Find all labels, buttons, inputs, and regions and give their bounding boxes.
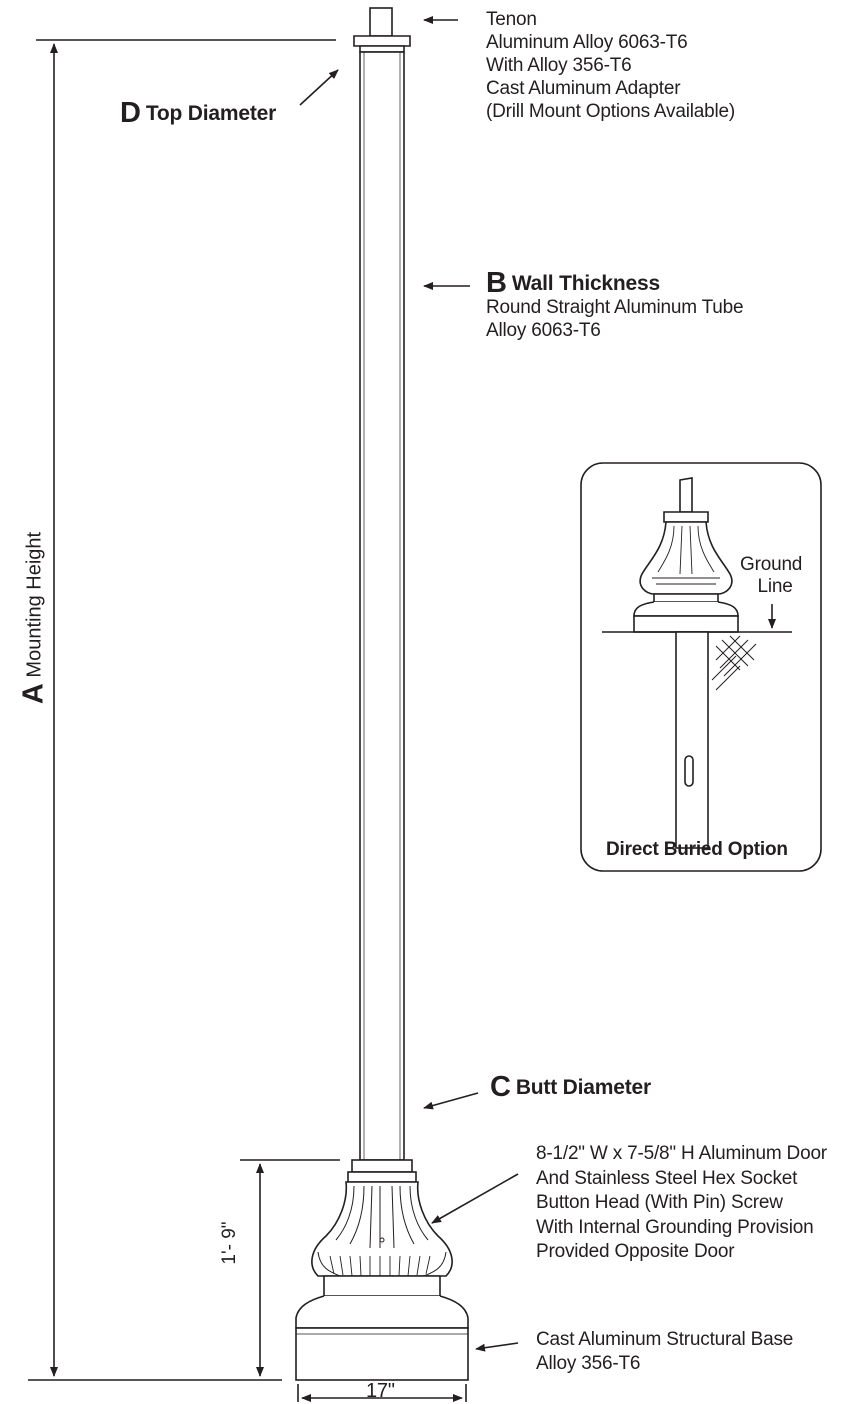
ground-line-word-1: Ground — [740, 554, 803, 575]
base-fluted-body — [311, 1181, 453, 1277]
tenon-line-4: Cast Aluminum Adapter — [486, 78, 681, 99]
ground-line-label: Ground Line — [740, 554, 802, 598]
door-line-4: With Internal Grounding Provision — [536, 1216, 814, 1238]
base-line-2: Alloy 356-T6 — [536, 1353, 641, 1374]
tenon-line-1: Tenon — [486, 9, 537, 30]
tenon-shape — [369, 7, 393, 37]
door-line-3: Button Head (With Pin) Screw — [536, 1192, 783, 1213]
door-line-1: 8-1/2" W x 7-5/8" H Aluminum Door — [536, 1143, 827, 1164]
base-collar — [351, 1159, 413, 1173]
butt-diameter-letter: C — [490, 1071, 511, 1103]
tenon-line-3: With Alloy 356-T6 — [486, 55, 632, 76]
base-plinth — [295, 1327, 469, 1381]
butt-diameter-label: C Butt Diameter — [490, 1073, 651, 1102]
base-width-label: 17" — [366, 1380, 395, 1402]
wall-thickness-letter: B — [486, 267, 507, 299]
adapter-cap — [353, 35, 411, 47]
top-diameter-label: D Top Diameter — [120, 99, 277, 128]
wall-thickness-label: B Wall Thickness Round Straight Aluminum… — [486, 269, 744, 342]
pole-shaft — [359, 51, 405, 1161]
ground-line-word-2: Line — [757, 576, 793, 597]
base-label: Cast Aluminum Structural Base Alloy 356-… — [536, 1328, 793, 1376]
base-arrow — [475, 1342, 519, 1352]
door-label: 8-1/2" W x 7-5/8" H Aluminum Door And St… — [536, 1142, 827, 1265]
base-height-label: 1'- 9" — [219, 1221, 240, 1265]
inset-caption: Direct Buried Option — [606, 839, 788, 860]
buried-pole — [675, 631, 709, 849]
wall-thickness-line-2: Alloy 6063-T6 — [486, 320, 601, 341]
door-line-2: And Stainless Steel Hex Socket — [536, 1167, 798, 1189]
mounting-height-label: A Mounting Height — [18, 532, 51, 704]
mounting-height-text: Mounting Height — [23, 531, 46, 678]
mounting-height-letter: A — [17, 683, 50, 705]
tenon-label: Tenon Aluminum Alloy 6063-T6 With Alloy … — [486, 8, 735, 123]
top-diameter-letter: D — [120, 97, 141, 129]
tenon-line-5: (Drill Mount Options Available) — [486, 101, 736, 122]
butt-diameter-text: Butt Diameter — [515, 1076, 651, 1099]
butt-diameter-arrow — [423, 1092, 479, 1110]
wall-thickness-line-1: Round Straight Aluminum Tube — [486, 297, 744, 318]
wall-thickness-text: Wall Thickness — [511, 272, 660, 295]
door-line-5: Provided Opposite Door — [536, 1241, 735, 1262]
door-arrow — [431, 1173, 519, 1224]
top-diameter-arrow — [299, 69, 339, 106]
tenon-line-2: Aluminum Alloy 6063-T6 — [486, 32, 688, 53]
base-line-1: Cast Aluminum Structural Base — [536, 1329, 794, 1350]
top-diameter-text: Top Diameter — [145, 102, 277, 125]
